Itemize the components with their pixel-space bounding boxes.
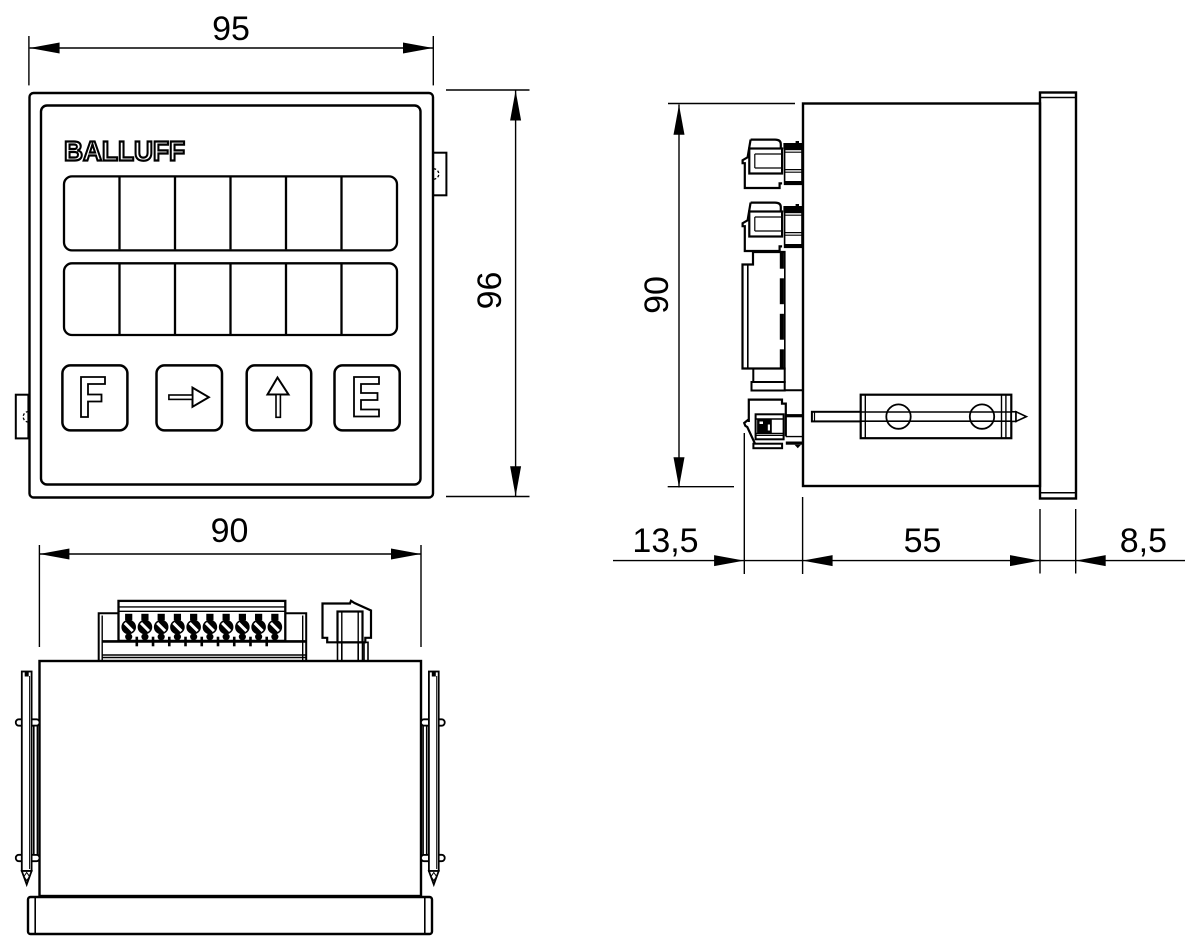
svg-text:8,5: 8,5 [1120,522,1167,560]
svg-text:96: 96 [471,272,509,310]
svg-text:BALLUFF: BALLUFF [64,136,185,167]
svg-text:90: 90 [211,512,249,550]
svg-text:13,5: 13,5 [632,522,698,560]
svg-text:90: 90 [638,276,676,314]
svg-text:55: 55 [904,522,942,560]
svg-text:95: 95 [212,10,250,48]
